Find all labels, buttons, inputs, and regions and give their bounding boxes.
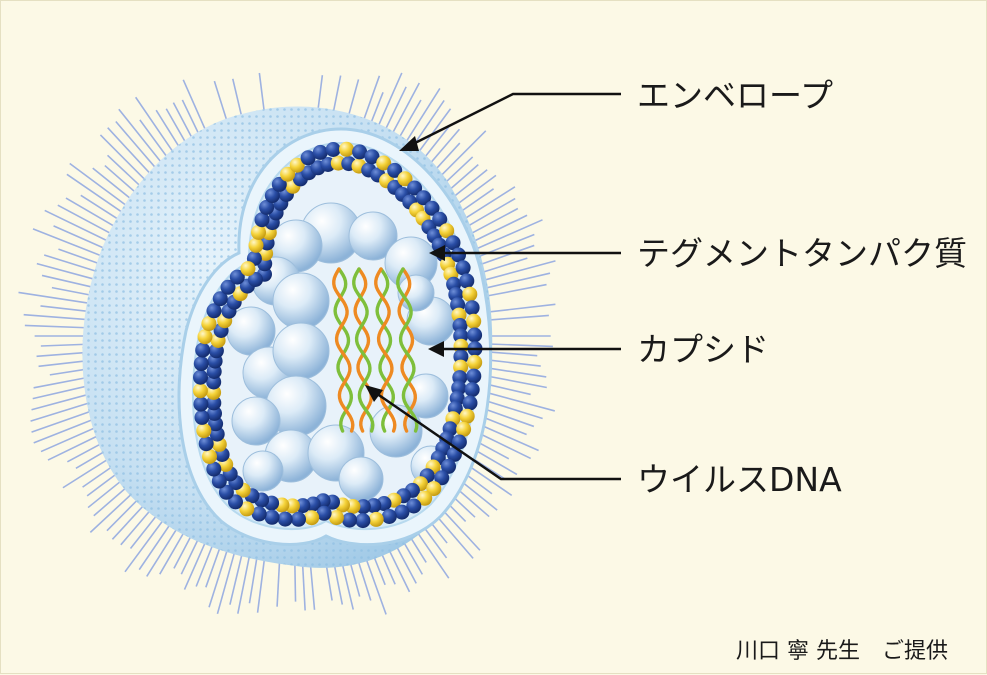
label-envelope: エンベロープ bbox=[637, 79, 833, 112]
capsid-sphere bbox=[273, 323, 329, 379]
envelope-spike bbox=[459, 187, 515, 222]
envelope-spike bbox=[488, 315, 549, 320]
tegument-bead-yellow bbox=[202, 449, 217, 464]
tegument-bead-blue bbox=[291, 512, 306, 527]
envelope-spike bbox=[25, 325, 93, 328]
tegument-bead-blue bbox=[278, 512, 293, 527]
tegument-bead-blue bbox=[459, 273, 474, 288]
tegument-bead-blue bbox=[193, 370, 208, 385]
tegument-bead-blue bbox=[466, 369, 481, 384]
envelope-spike bbox=[44, 255, 102, 273]
tegument-bead-yellow bbox=[466, 314, 481, 329]
envelope-spike bbox=[108, 128, 155, 179]
envelope-spike bbox=[487, 368, 547, 377]
tegument-bead-blue bbox=[193, 397, 208, 412]
capsid-sphere bbox=[273, 273, 329, 329]
label-viral-dna: ウイルスDNA bbox=[637, 463, 842, 496]
envelope-spike bbox=[488, 304, 556, 312]
tegument-bead-blue bbox=[326, 142, 341, 157]
tegument-bead-blue bbox=[194, 356, 209, 371]
tegument-bead-blue bbox=[195, 343, 210, 358]
envelope-spike bbox=[482, 391, 555, 411]
tegument-bead-yellow bbox=[467, 355, 482, 370]
envelope-spike bbox=[24, 315, 94, 320]
envelope-spike bbox=[37, 264, 100, 281]
tegument-bead-blue bbox=[195, 410, 210, 425]
tegument-bead-yellow bbox=[462, 287, 477, 302]
capsid-sphere bbox=[243, 451, 283, 491]
tegument-bead-blue bbox=[265, 510, 280, 525]
image-credit: 川口 寧 先生 ご提供 bbox=[736, 633, 948, 665]
tegument-bead-blue bbox=[465, 382, 480, 397]
envelope-spike bbox=[488, 352, 537, 356]
envelope-spike bbox=[478, 245, 534, 265]
tegument-bead-blue bbox=[382, 509, 397, 524]
tegument-bead-yellow bbox=[339, 142, 354, 157]
capsid-sphere bbox=[339, 457, 383, 501]
tegument-bead-blue bbox=[355, 513, 370, 528]
tegument-bead-yellow bbox=[201, 316, 216, 331]
envelope-spike bbox=[489, 344, 553, 346]
tegument-bead-yellow bbox=[198, 329, 213, 344]
tegument-bead-yellow bbox=[460, 409, 475, 424]
envelope-spike bbox=[116, 122, 161, 174]
tegument-bead-blue bbox=[199, 436, 214, 451]
label-tegument-protein: テグメントタンパク質 bbox=[637, 237, 967, 270]
envelope-spike bbox=[100, 135, 149, 185]
tegument-bead-blue bbox=[467, 328, 482, 343]
tegument-bead-blue bbox=[342, 513, 357, 528]
envelope-spike bbox=[488, 360, 541, 366]
tegument-bead-blue bbox=[465, 300, 480, 315]
envelope-spike bbox=[70, 164, 131, 209]
tegument-bead-yellow bbox=[251, 225, 266, 240]
tegument-bead-yellow bbox=[193, 383, 208, 398]
envelope-spike bbox=[482, 261, 555, 281]
envelope-spike bbox=[217, 544, 236, 614]
tegument-bead-yellow bbox=[369, 512, 384, 527]
tegument-bead-blue bbox=[313, 145, 328, 160]
label-capsid: カプシド bbox=[637, 333, 769, 366]
tegument-bead-blue bbox=[463, 396, 478, 411]
envelope-spike bbox=[480, 399, 542, 418]
leader-line-envelope bbox=[399, 94, 621, 151]
tegument-bead-yellow bbox=[196, 423, 211, 438]
envelope-spike bbox=[136, 97, 178, 159]
tegument-bead-blue bbox=[451, 248, 466, 263]
tegument-bead-yellow bbox=[249, 238, 264, 253]
tegument-bead-yellow bbox=[241, 261, 256, 276]
envelope-spike bbox=[67, 174, 127, 215]
tegument-bead-yellow bbox=[456, 422, 471, 437]
tegument-bead-yellow bbox=[304, 510, 319, 525]
tegument-bead-blue bbox=[456, 260, 471, 275]
